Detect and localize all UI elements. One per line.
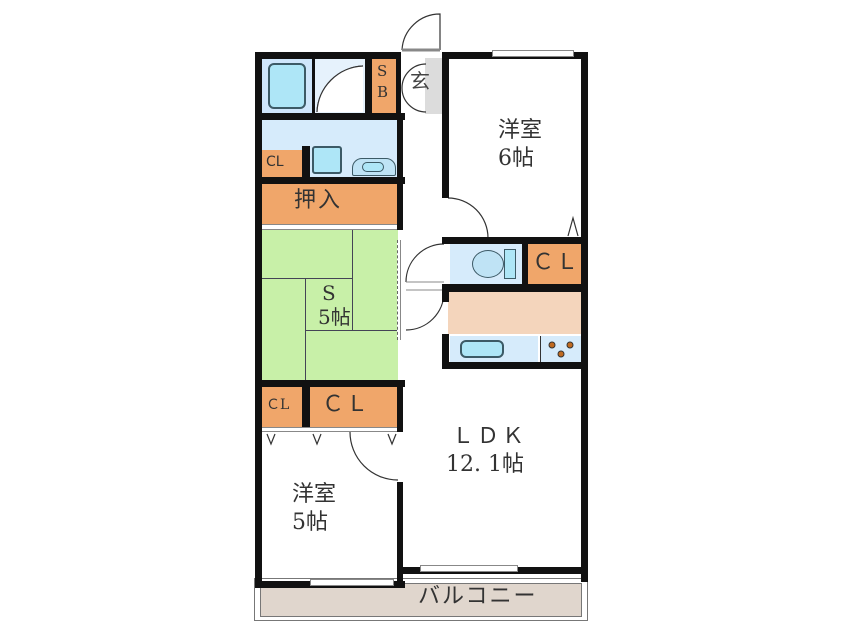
closet-large — [310, 387, 398, 427]
toilet-tank-icon — [504, 249, 516, 279]
ldk-size: 12. 1帖 — [446, 452, 524, 477]
closet-washroom — [262, 150, 304, 178]
wall-closet-divider — [302, 387, 310, 427]
tatami-line — [305, 278, 306, 380]
bath-door-swing-icon — [316, 65, 364, 113]
window-ldk[interactable] — [420, 565, 518, 572]
room6-name: 洋室 — [498, 118, 543, 143]
washbasin-icon — [312, 146, 342, 174]
ldk-name: ＬＤＫ — [452, 424, 528, 449]
tatami-sliding-door — [397, 240, 401, 340]
closet-doors — [262, 427, 398, 432]
closet-large-label: ＣＬ — [322, 392, 371, 417]
closet-small-label: ＣL — [266, 397, 290, 413]
wall-kitchen-left — [442, 292, 449, 302]
tatami-line — [262, 278, 352, 279]
stove-area — [540, 336, 582, 362]
toilet-bowl-icon — [472, 250, 504, 278]
tatami-room-s — [262, 230, 398, 380]
oshiire-closet — [262, 184, 398, 224]
wall-closet-right — [397, 380, 403, 432]
shoe-box — [372, 58, 396, 114]
wall-kitchen-lower-left — [442, 334, 449, 368]
tatami-line — [305, 330, 398, 331]
window-room5[interactable] — [310, 579, 394, 586]
balcony — [260, 583, 582, 617]
room6-door-swing-icon — [447, 197, 489, 239]
entrance-door-swing-icon — [401, 13, 441, 113]
kitchen-counter — [448, 292, 582, 334]
wall-cl-wash — [302, 146, 310, 180]
wall-sb-right — [396, 52, 401, 118]
tatami-line — [352, 230, 353, 330]
wall-bath-bottom — [255, 113, 405, 120]
wall-top-left — [255, 52, 401, 59]
shoe-box-label-s: S — [377, 62, 388, 80]
wall-tatami-bottom — [255, 380, 405, 387]
sink-icon — [460, 340, 504, 358]
room5-size: 5帖 — [292, 510, 328, 535]
room5-name: 洋室 — [292, 482, 337, 507]
shoe-box-label-b: B — [377, 83, 389, 101]
room-s-name: S — [322, 281, 336, 305]
closet-small — [262, 387, 302, 427]
washing-machine-drum — [362, 162, 384, 172]
wall-room6-left — [442, 52, 449, 198]
wall-bath-divider — [365, 52, 372, 118]
wall-room5-right — [397, 482, 403, 588]
closet-toilet-label: ＣＬ — [532, 250, 581, 275]
oshiire-label: 押入 — [294, 188, 343, 213]
entrance-label: 玄 — [410, 69, 430, 93]
window-room6[interactable] — [492, 50, 574, 57]
closet-toilet — [528, 244, 582, 284]
wall-kitchen-bottom — [442, 362, 588, 369]
entrance-floor — [425, 58, 442, 114]
bathtub-icon — [268, 63, 306, 109]
wall-toilet-bottom — [442, 284, 588, 292]
wall-bath-tub — [312, 58, 315, 114]
wall-washroom-right — [397, 118, 403, 230]
wall-toilet-top — [442, 237, 588, 244]
stove-burner-icon — [548, 341, 574, 358]
room6-size: 6帖 — [498, 146, 534, 171]
wall-toilet-divider — [522, 237, 528, 287]
wall-left — [255, 52, 262, 588]
closet-door-mark-icon — [567, 215, 579, 237]
room-s-size: 5帖 — [318, 305, 351, 329]
oshiire-sliding-door — [262, 224, 398, 230]
wall-right — [581, 52, 588, 582]
closet-washroom-label: CL — [266, 154, 284, 170]
wall-washroom-bottom — [255, 177, 405, 184]
closet-door-marks-icon — [266, 433, 397, 446]
balcony-label: バルコニー — [418, 584, 538, 609]
room5-door-swing-icon — [349, 431, 399, 481]
